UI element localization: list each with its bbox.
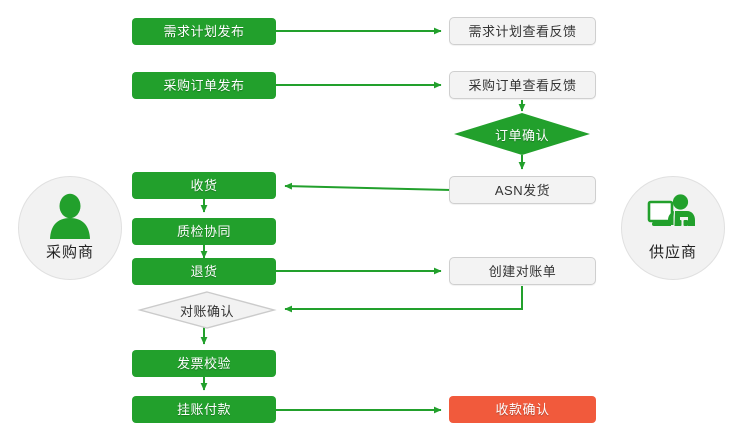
node-order-confirm[interactable]: 订单确认 xyxy=(453,112,591,156)
node-create-statement[interactable]: 创建对账单 xyxy=(449,257,596,285)
actor-supplier[interactable]: 供应商 xyxy=(621,176,725,280)
node-invoice-check[interactable]: 发票校验 xyxy=(132,350,276,377)
actor-buyer-label: 采购商 xyxy=(45,244,94,261)
node-receive-goods[interactable]: 收货 xyxy=(132,172,276,199)
actor-supplier-label: 供应商 xyxy=(648,244,697,261)
actor-buyer[interactable]: 采购商 xyxy=(18,176,122,280)
edge-asn-to-receive xyxy=(284,182,452,191)
node-asn-ship[interactable]: ASN发货 xyxy=(449,176,596,204)
node-payable-payment[interactable]: 挂账付款 xyxy=(132,396,276,423)
node-demand-plan-publish[interactable]: 需求计划发布 xyxy=(132,18,276,45)
node-po-publish[interactable]: 采购订单发布 xyxy=(132,72,276,99)
node-order-confirm-label: 订单确认 xyxy=(494,127,549,143)
node-demand-plan-feedback[interactable]: 需求计划查看反馈 xyxy=(449,17,596,45)
node-statement-confirm-label: 对账确认 xyxy=(179,303,234,319)
node-statement-confirm[interactable]: 对账确认 xyxy=(137,291,277,329)
node-return-goods[interactable]: 退货 xyxy=(132,258,276,285)
edge-create-statement-to-statement-confirm xyxy=(284,286,523,313)
node-receipt-confirm[interactable]: 收款确认 xyxy=(449,396,596,423)
user-at-computer-icon xyxy=(647,194,695,226)
node-quality-collaboration[interactable]: 质检协同 xyxy=(132,218,276,245)
user-avatar-icon xyxy=(50,193,90,239)
node-po-feedback[interactable]: 采购订单查看反馈 xyxy=(449,71,596,99)
